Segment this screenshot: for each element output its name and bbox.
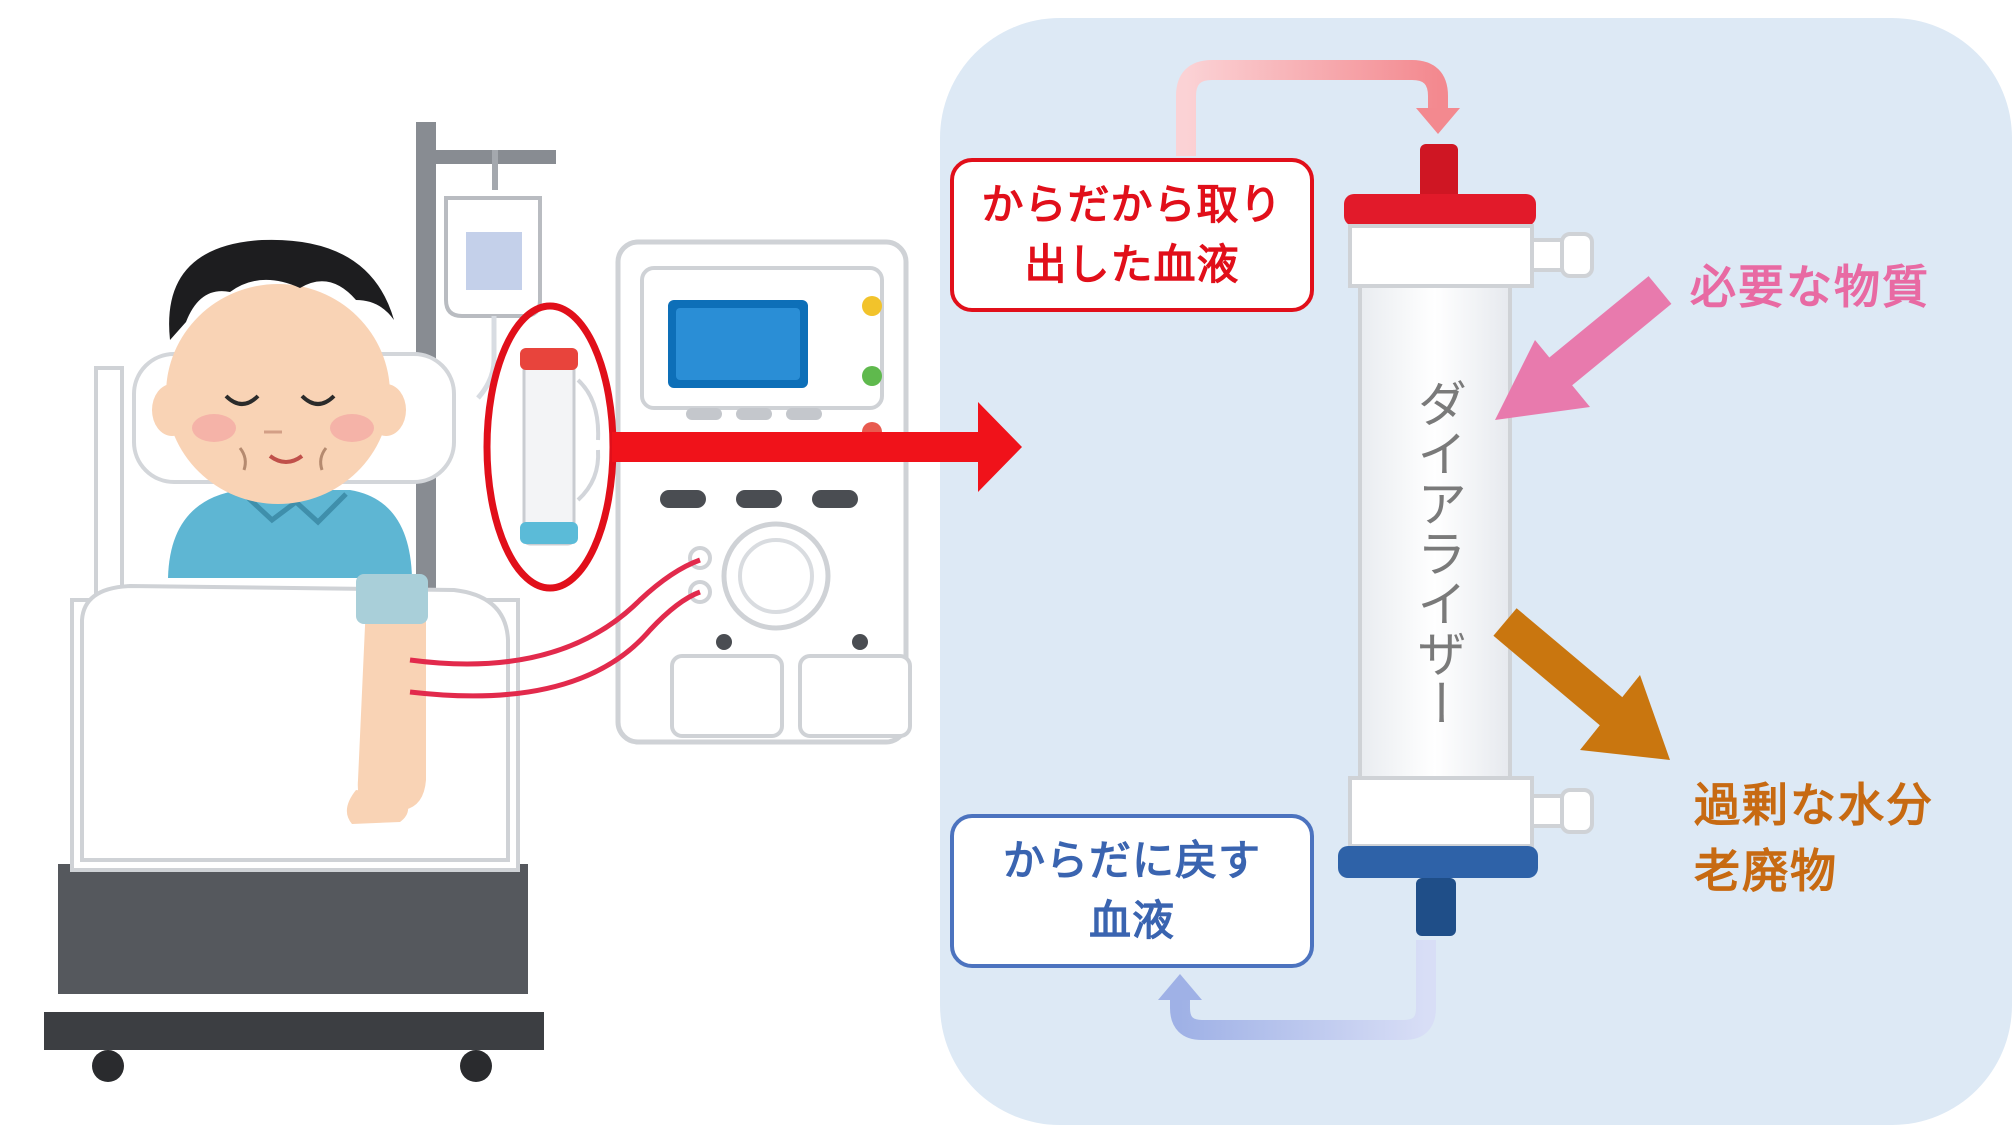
- red-right-arrow: [612, 402, 1022, 492]
- dialyzer-tube: [1358, 284, 1512, 780]
- blood-line-out: [409, 557, 701, 667]
- extracted-blood-line2: 出した血液: [1024, 240, 1240, 289]
- dialysis-machine-illustration: [615, 239, 912, 745]
- blanket: [80, 583, 510, 862]
- needed-substances-text: 必要な物質: [1690, 260, 1930, 314]
- dialyzer-label: ダイアライザー: [1409, 378, 1467, 728]
- machine-dialyzer: [520, 348, 601, 546]
- waste-label: 過剰な水分 老廃物: [1694, 772, 1934, 904]
- blood-outlet-port: [1416, 878, 1456, 936]
- patient-face: [166, 284, 390, 504]
- blood-line-in: [409, 589, 701, 699]
- extracted-blood-label: からだから取り 出した血液: [950, 158, 1314, 312]
- orange-outward-arrow: [1493, 608, 1670, 760]
- dialyzer: [1338, 144, 1594, 936]
- waste-line1: 過剰な水分: [1694, 778, 1934, 832]
- inflow-arrow: [1176, 60, 1460, 156]
- returned-blood-line2: 血液: [1088, 896, 1175, 945]
- returned-blood-label: からだに戻す 血液: [950, 814, 1314, 968]
- waste-line2: 老廃物: [1694, 844, 1838, 898]
- pink-inward-arrow: [1495, 276, 1672, 420]
- iv-stand: [416, 122, 556, 642]
- return-arrow: [1158, 940, 1436, 1040]
- extracted-blood-line1: からだから取り: [981, 180, 1283, 229]
- returned-blood-line1: からだに戻す: [1002, 836, 1261, 885]
- blood-inlet-port: [1420, 144, 1458, 200]
- patient-in-bed-illustration: [80, 239, 510, 862]
- needed-substances-label: 必要な物質: [1690, 254, 1930, 320]
